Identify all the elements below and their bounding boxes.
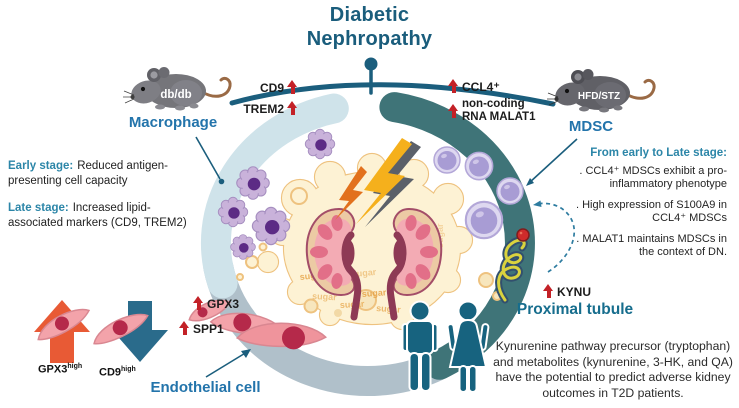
late-stage-heading: Late stage:: [8, 202, 69, 214]
trem2-marker: TREM2: [243, 101, 299, 116]
early-stage-body: Reduced antigen-presenting cell capacity: [8, 160, 168, 187]
endothelial-pointer-line: [205, 349, 251, 378]
up-arrow-icon: [179, 321, 190, 336]
mdsc-pointer-line: [526, 138, 578, 186]
hfdstz-mouse-label: HFD/STZ: [578, 91, 620, 102]
up-arrow-icon: [287, 80, 298, 95]
mdsc-bullet-1: . CCL4⁺ MDSCs exhibit a pro-inflammatory…: [579, 164, 727, 191]
dbdb-mouse-icon: db/db: [123, 67, 232, 111]
cd9-high-label: CD9high: [99, 366, 136, 379]
gpx3-high-text: GPX3: [38, 363, 68, 376]
malat1-line1: non-coding: [462, 98, 525, 110]
page-title: Diabetic Nephropathy: [0, 3, 739, 51]
late-stage-body: Increased lipid-associated markers (CD9,…: [8, 202, 187, 229]
proximal-tubule-label: Proximal tubule: [516, 301, 634, 318]
sugar-word: sugar: [340, 299, 365, 310]
gpx3-high-sup: high: [67, 363, 83, 370]
up-arrow-icon: [448, 79, 459, 94]
endothelial-label: Endothelial cell: [150, 379, 261, 396]
early-stage-line: Early stage:Reduced antigen-presenting c…: [8, 159, 188, 188]
spp1-marker: SPP1: [178, 321, 224, 336]
kynu-label: KYNU: [557, 284, 592, 299]
malat1-marker: non-coding RNA MALAT1: [447, 98, 535, 124]
lightning-icon: [335, 138, 421, 227]
malat1-label: non-coding RNA MALAT1: [462, 98, 535, 124]
mdsc-stage-heading: From early to Late stage:: [590, 147, 727, 159]
mdsc-label: MDSC: [568, 118, 614, 135]
bubbles: [236, 187, 502, 317]
endothelial-cells-small: [37, 308, 149, 345]
ccl4-marker: CCL4⁺: [447, 79, 535, 94]
endothelial-cells-main: [188, 299, 327, 350]
dbdb-mouse-label: db/db: [160, 89, 191, 101]
macrophage-stage-text: Early stage:Reduced antigen-presenting c…: [8, 159, 188, 243]
sugar-word: sugar: [361, 287, 387, 299]
macrophage-label: Macrophage: [128, 114, 218, 131]
up-arrow-icon: [543, 284, 554, 299]
up-arrow-icon: [287, 101, 298, 116]
mdsc-markers: CCL4⁺ non-coding RNA MALAT1: [447, 79, 535, 124]
woman-icon: [446, 300, 490, 393]
title-line2: Nephropathy: [306, 28, 433, 50]
ccl4-label: CCL4⁺: [462, 79, 500, 94]
kynu-marker: KYNU: [542, 284, 591, 299]
malat1-line2: RNA MALAT1: [462, 111, 536, 123]
gpx3-label: GPX3: [207, 296, 240, 311]
gpx3-marker: GPX3: [192, 296, 239, 311]
early-stage-heading: Early stage:: [8, 160, 74, 172]
title-pin: [364, 57, 378, 95]
ring-lightblue-arc: [201, 93, 349, 299]
mdsc-bullet-2: . High expression of S100A9 in CCL4⁺ MDS…: [575, 198, 727, 225]
spp1-label: SPP1: [193, 321, 224, 336]
cd9-high-down-arrow: [112, 301, 168, 362]
proximal-tubule-icon: [495, 228, 530, 304]
hfdstz-mouse-icon: HFD/STZ: [547, 69, 656, 113]
glomerulus-icon: [516, 228, 530, 242]
title-line1: Diabetic: [329, 4, 410, 26]
up-arrow-icon: [193, 296, 204, 311]
mdsc-stage-text: From early to Late stage: . CCL4⁺ MDSCs …: [561, 147, 727, 267]
late-stage-line: Late stage:Increased lipid-associated ma…: [8, 201, 188, 230]
sugar-word: sugar: [312, 291, 337, 302]
cd9-label: CD9: [259, 80, 284, 95]
gpx3-high-label: GPX3high: [38, 363, 82, 376]
kidney-icon: [305, 207, 443, 321]
trem2-label: TREM2: [243, 101, 284, 116]
macrophage-markers: CD9 TREM2: [243, 80, 299, 116]
cd9-marker: CD9: [260, 80, 299, 95]
man-icon: [401, 300, 439, 392]
macrophage-pointer-line: [195, 136, 225, 185]
up-arrow-icon: [448, 103, 459, 119]
kynurenine-paragraph: Kynurenine pathway precursor (tryptophan…: [493, 339, 733, 400]
mdsc-dashed-arrow: [533, 200, 576, 273]
cd9-high-text: CD9: [99, 366, 122, 379]
sugar-word: sugar: [376, 303, 402, 315]
cd9-high-sup: high: [121, 366, 136, 373]
top-arc: [229, 82, 556, 107]
mdsc-bullet-3: . MALAT1 maintains MDSCs in the context …: [576, 232, 727, 259]
